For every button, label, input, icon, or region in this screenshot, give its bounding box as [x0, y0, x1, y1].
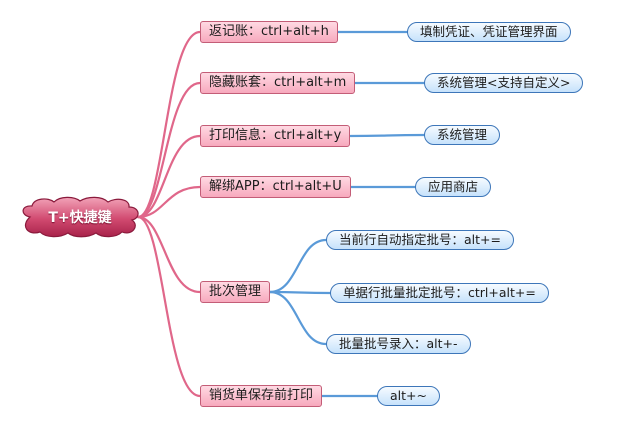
- leaf-label: 系统管理<支持自定义>: [437, 75, 571, 90]
- leaf-label: 填制凭证、凭证管理界面: [420, 24, 558, 39]
- leaf-node-alt-tilde[interactable]: alt+~: [377, 386, 440, 406]
- branch-link: [136, 134, 202, 219]
- leaf-node-voucher-screens[interactable]: 填制凭证、凭证管理界面: [407, 22, 571, 42]
- leaf-label: 应用商店: [428, 179, 479, 194]
- branch-link: [136, 81, 202, 219]
- leaf-label: 批量批号录入：alt+-: [339, 336, 458, 351]
- branch-label: 隐藏账套：ctrl+alt+m: [209, 75, 347, 90]
- branch-node-print-info[interactable]: 打印信息：ctrl+alt+y: [200, 125, 351, 147]
- branch-label: 销货单保存前打印: [209, 388, 314, 403]
- leaf-link: [268, 290, 332, 295]
- cloud-shape-icon: [22, 196, 139, 238]
- branch-link: [136, 30, 202, 219]
- leaf-link: [349, 133, 426, 138]
- branch-label: 返记账：ctrl+alt+h: [209, 24, 329, 39]
- leaf-node-bulk-assign-batch[interactable]: 单据行批量批定批号：ctrl+alt+=: [330, 283, 549, 303]
- leaf-label: 单据行批量批定批号：ctrl+alt+=: [343, 285, 536, 300]
- leaf-label: 当前行自动指定批号：alt+=: [339, 232, 501, 247]
- root-node[interactable]: T+快捷键: [18, 196, 142, 238]
- leaf-link: [268, 238, 328, 294]
- branch-node-print-before-save[interactable]: 销货单保存前打印: [200, 385, 323, 407]
- leaf-label: alt+~: [390, 388, 427, 403]
- leaf-node-system-management[interactable]: 系统管理: [424, 125, 501, 145]
- branch-label: 解绑APP：ctrl+alt+U: [209, 179, 342, 194]
- branch-label: 打印信息：ctrl+alt+y: [209, 128, 342, 143]
- branch-node-unbind-app[interactable]: 解绑APP：ctrl+alt+U: [200, 176, 351, 198]
- branch-link: [136, 185, 202, 219]
- leaf-node-system-management-custom[interactable]: 系统管理<支持自定义>: [424, 73, 584, 93]
- root-label: T+快捷键: [48, 210, 112, 226]
- branch-link: [136, 215, 202, 294]
- leaf-node-auto-assign-batch[interactable]: 当前行自动指定批号：alt+=: [326, 230, 514, 250]
- leaf-node-app-store[interactable]: 应用商店: [415, 177, 492, 197]
- branch-node-hide-account-set[interactable]: 隐藏账套：ctrl+alt+m: [200, 72, 356, 94]
- branch-node-reverse-posting[interactable]: 返记账：ctrl+alt+h: [200, 21, 338, 43]
- branch-label: 批次管理: [209, 284, 262, 299]
- leaf-node-bulk-batch-entry[interactable]: 批量批号录入：alt+-: [326, 334, 471, 354]
- leaf-link: [268, 290, 328, 346]
- branch-link: [136, 215, 202, 398]
- leaf-label: 系统管理: [437, 127, 488, 142]
- branch-node-batch-management[interactable]: 批次管理: [200, 281, 271, 303]
